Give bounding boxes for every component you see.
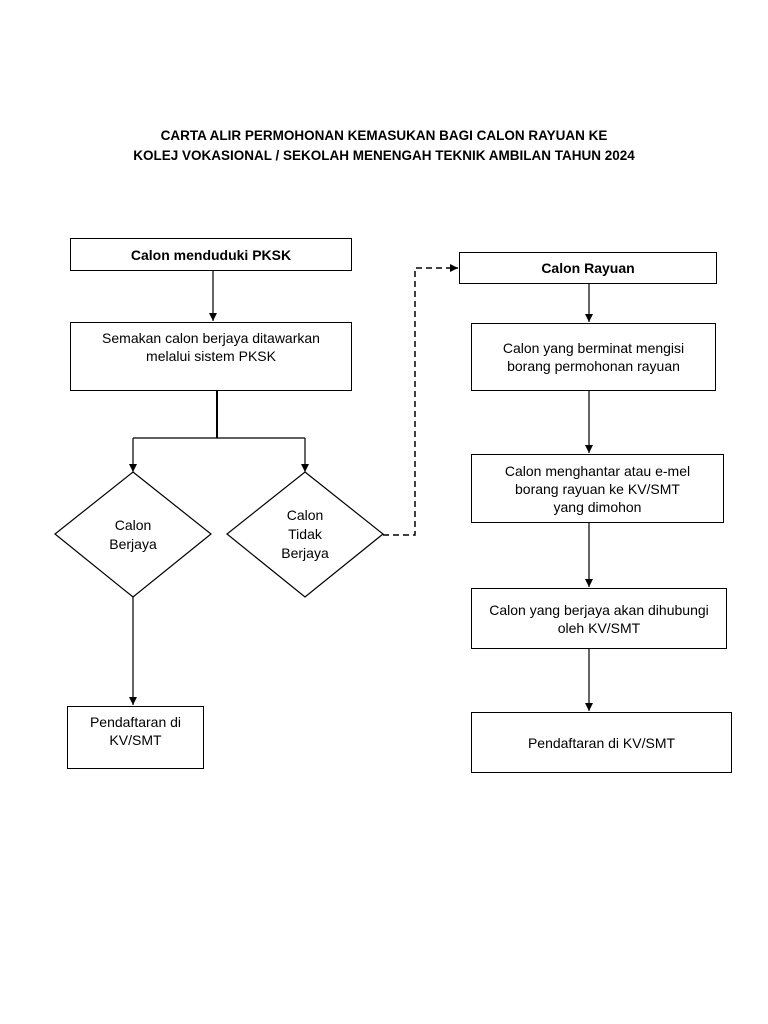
chart-title-line-1: CARTA ALIR PERMOHONAN KEMASUKAN BAGI CAL… [160, 128, 608, 143]
box-semakan-calon: Semakan calon berjaya ditawarkan melalui… [70, 322, 352, 391]
box-label: Calon Rayuan [541, 260, 635, 276]
decision-label-success: Calon Berjaya [109, 517, 157, 552]
box-calon-rayuan: Calon Rayuan [459, 252, 717, 284]
box-label: Calon yang berminat mengisi borang permo… [502, 340, 685, 374]
box-label: Semakan calon berjaya ditawarkan melalui… [102, 330, 320, 364]
box-calon-menduduki-pksk: Calon menduduki PKSK [70, 238, 352, 271]
box-label: Calon menduduki PKSK [130, 246, 292, 263]
box-step-isi-borang: Calon yang berminat mengisi borang permo… [471, 323, 716, 391]
box-label: Calon menghantar atau e-mel borang rayua… [504, 462, 691, 515]
box-label: Calon yang berjaya akan dihubungi oleh K… [489, 601, 709, 636]
box-pendaftaran-right: Pendaftaran di KV/SMT [471, 712, 732, 773]
box-step-dihubungi: Calon yang berjaya akan dihubungi oleh K… [471, 588, 727, 649]
box-step-hantar-borang: Calon menghantar atau e-mel borang rayua… [471, 454, 724, 523]
box-label: Pendaftaran di KV/SMT [89, 714, 182, 748]
chart-title-line-2: KOLEJ VOKASIONAL / SEKOLAH MENENGAH TEKN… [133, 148, 635, 163]
dashed-arrow-fail-to-appeal [383, 264, 458, 536]
decision-diamond-fail [226, 471, 384, 598]
decision-label-fail: Calon Tidak Berjaya [281, 507, 329, 561]
box-pendaftaran-left: Pendaftaran di KV/SMT [67, 706, 204, 769]
box-label: Pendaftaran di KV/SMT [527, 734, 676, 751]
